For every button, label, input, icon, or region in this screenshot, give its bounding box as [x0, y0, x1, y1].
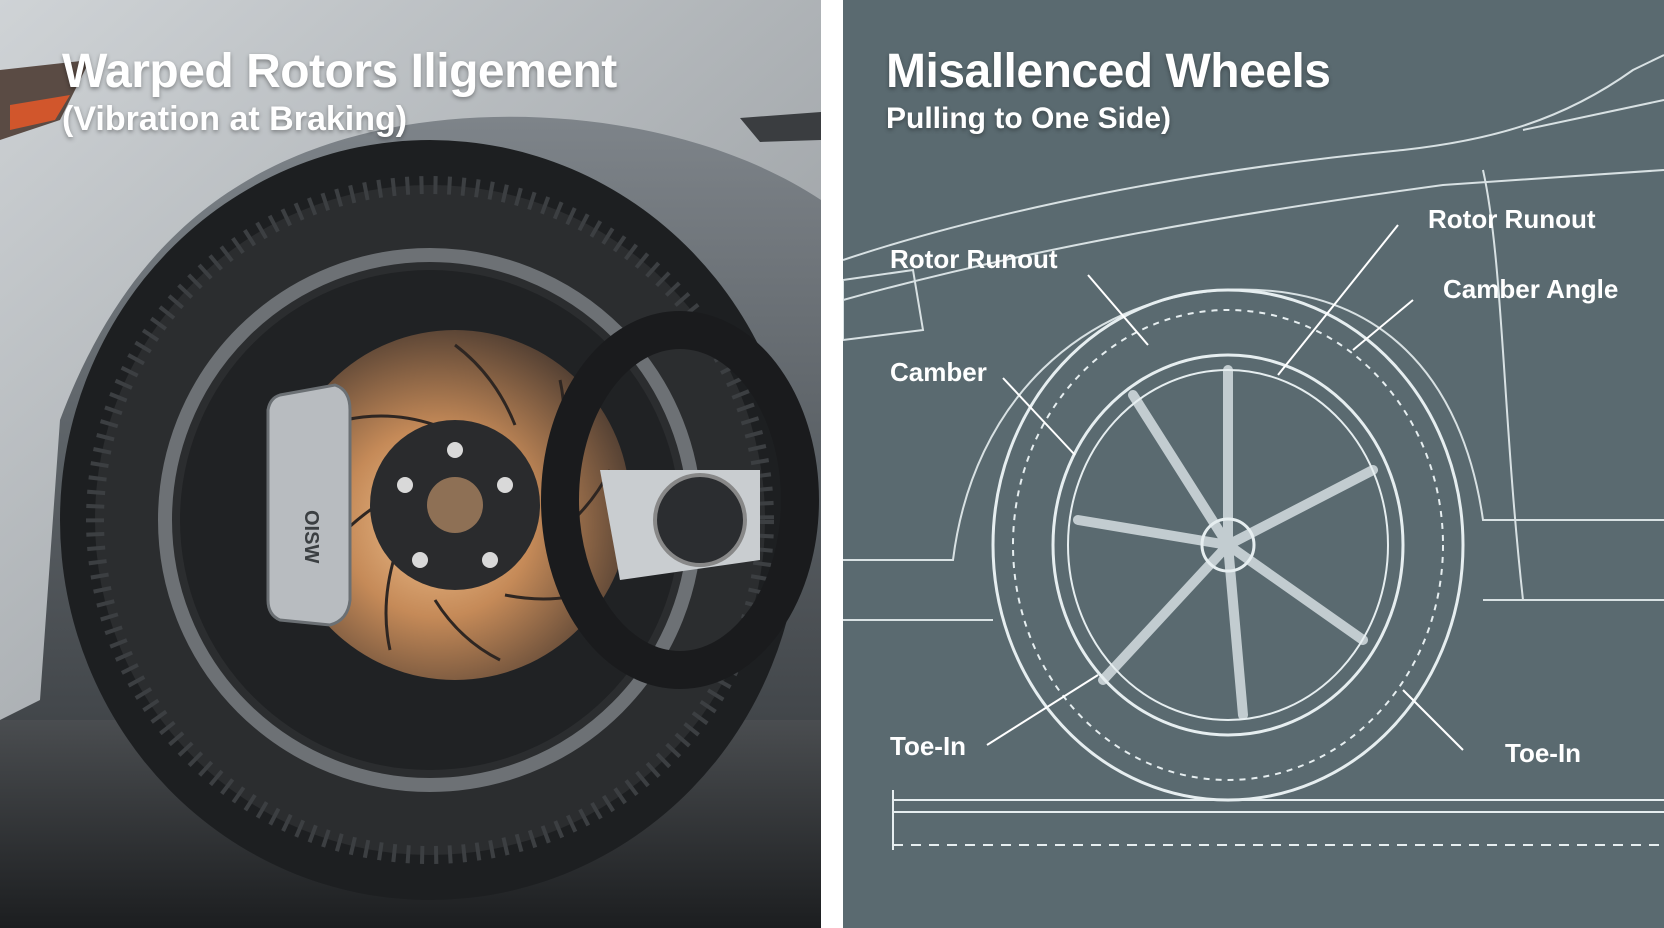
- callout-rotor-runout-left: Rotor Runout: [890, 244, 1058, 274]
- left-panel-title: Warped Rotors Iligement: [62, 45, 617, 98]
- lug-nuts: [397, 442, 513, 568]
- callout-toe-in-left: Toe-In: [890, 731, 967, 761]
- misaligned-wheels-panel: Misallenced Wheels Pulling to One Side) …: [843, 0, 1664, 928]
- callout-rotor-runout-right: Rotor Runout: [1428, 204, 1596, 234]
- measurement-ruler: [892, 790, 1664, 850]
- callout-camber-angle: Camber Angle: [1443, 274, 1619, 304]
- car-outline: [843, 54, 1664, 621]
- steering-wheel-hub: [653, 473, 747, 567]
- callout-toe-in-right: Toe-In: [1505, 738, 1582, 768]
- right-panel-title: Misallenced Wheels: [886, 45, 1331, 98]
- headlight-amber: [10, 95, 70, 130]
- callout-camber: Camber: [890, 357, 987, 387]
- warped-rotors-panel: OISW Warped Rotors Iligement (Vibration …: [0, 0, 821, 928]
- steering-wheel-rim: [541, 311, 819, 689]
- hub-center: [427, 477, 483, 533]
- right-panel-subtitle: Pulling to One Side): [886, 102, 1171, 135]
- brake-scene-illustration: OISW: [0, 0, 821, 928]
- tire-tread: [86, 176, 774, 864]
- panel-divider: [821, 0, 843, 928]
- left-panel-subtitle: (Vibration at Braking): [62, 100, 408, 138]
- car-fender: [0, 0, 821, 720]
- caliper-marking: OISW: [300, 510, 322, 563]
- blueprint-illustration: [843, 54, 1664, 850]
- brake-caliper: [266, 383, 352, 627]
- side-vent: [740, 112, 821, 142]
- callout-leaders: [986, 224, 1464, 751]
- wheel-schematic: [991, 288, 1465, 802]
